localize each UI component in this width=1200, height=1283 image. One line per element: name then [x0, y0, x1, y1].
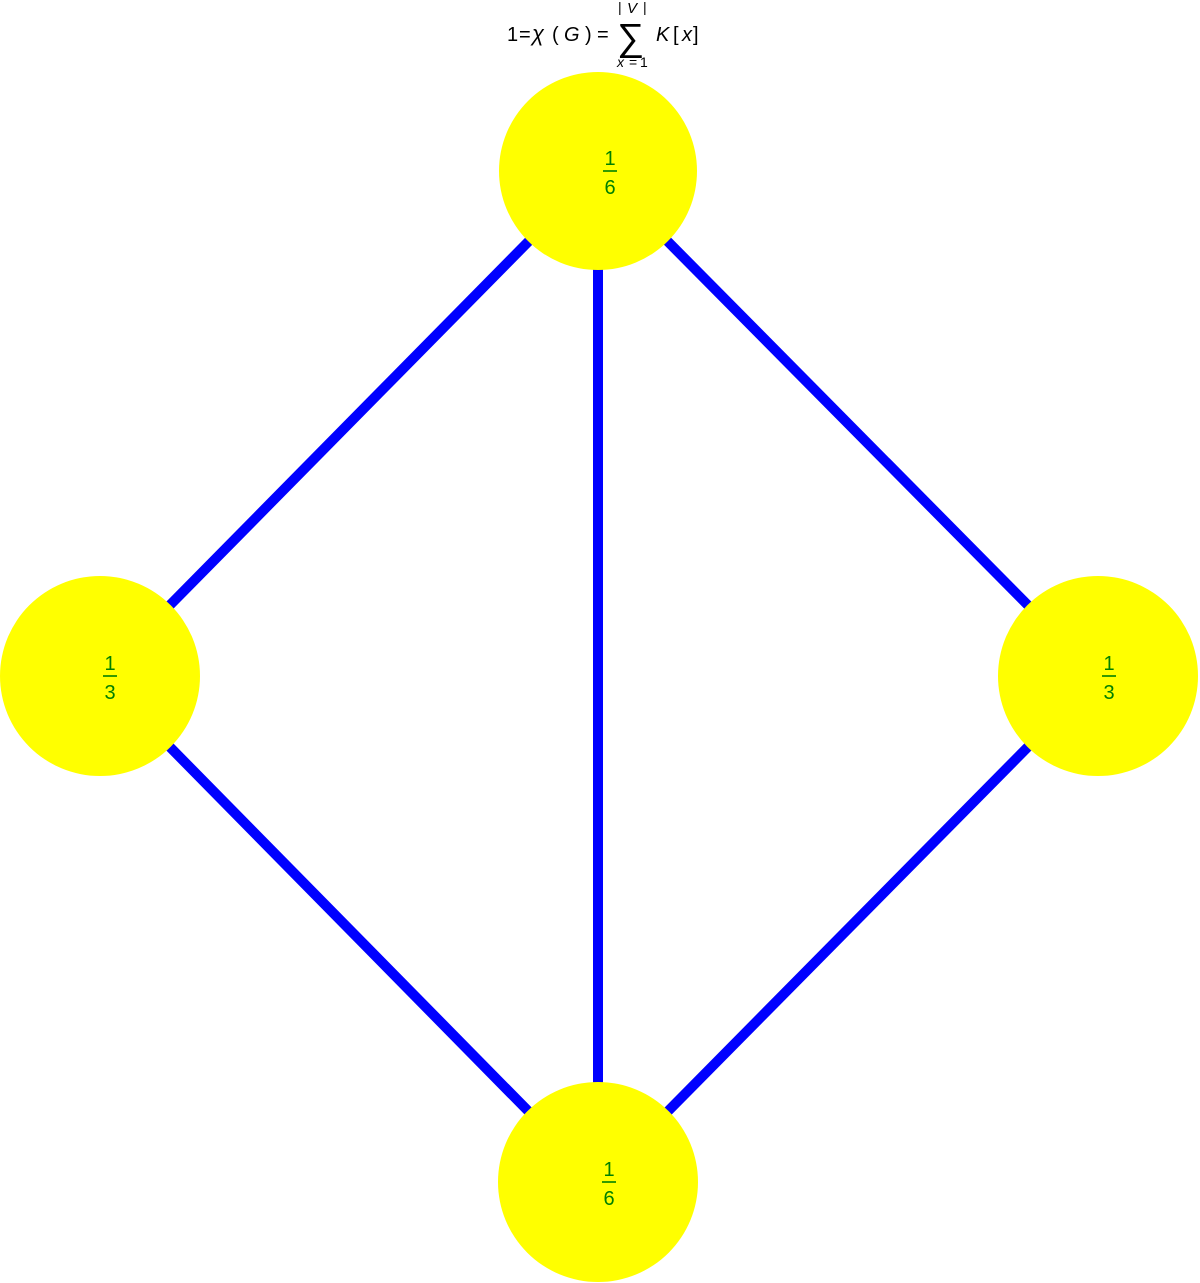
- vertex-right: 1 3: [998, 576, 1198, 776]
- graph-edges: [96, 167, 1102, 1186]
- vertex-left: 1 3: [0, 576, 200, 776]
- sum-lower-value: 1: [640, 54, 648, 70]
- vertex-bottom: 1 6: [498, 1082, 698, 1282]
- formula-graph-symbol: G: [564, 24, 580, 46]
- formula-close-bracket: ]: [693, 24, 699, 46]
- vertex-right-denominator: 3: [1103, 682, 1114, 704]
- formula-open-bracket: [: [673, 24, 679, 46]
- edge-left-bottom: [96, 672, 602, 1186]
- formula-lhs: 1: [507, 24, 518, 46]
- formula-open-paren: (: [552, 24, 559, 46]
- vertex-bottom-denominator: 6: [603, 1188, 614, 1210]
- sum-upper-limit: V: [627, 0, 639, 17]
- formula-equals-2: =: [597, 24, 609, 46]
- vertex-right-circle: [998, 576, 1198, 776]
- formula-close-paren: ): [585, 24, 592, 46]
- vertex-bottom-numerator: 1: [603, 1159, 614, 1181]
- vertex-left-denominator: 3: [104, 682, 115, 704]
- vertex-left-numerator: 1: [104, 653, 115, 675]
- sum-symbol: ∑: [617, 17, 644, 59]
- formula-curvature-symbol: K: [656, 24, 671, 46]
- vertex-left-circle: [0, 576, 200, 776]
- formula-equals: =: [519, 24, 531, 46]
- edge-top-right: [594, 167, 1102, 680]
- formula-chi: χ: [530, 21, 545, 46]
- formula-index-var: x: [681, 24, 693, 46]
- edge-top-left: [96, 167, 602, 680]
- sum-lower-equals: =: [629, 54, 637, 70]
- sum-upper-bar-left: |: [618, 0, 622, 15]
- edge-right-bottom: [594, 672, 1102, 1186]
- euler-characteristic-formula: 1 = χ ( G ) = | V | ∑ x = 1 K [ x ]: [507, 0, 699, 70]
- sum-lower-var: x: [616, 54, 625, 70]
- vertex-top-denominator: 6: [604, 177, 615, 199]
- vertex-bottom-circle: [498, 1082, 698, 1282]
- vertex-top-circle: [499, 72, 697, 270]
- vertex-top: 1 6: [499, 72, 697, 270]
- vertex-top-numerator: 1: [604, 148, 615, 170]
- sum-upper-bar-right: |: [643, 0, 647, 15]
- vertex-right-numerator: 1: [1103, 653, 1114, 675]
